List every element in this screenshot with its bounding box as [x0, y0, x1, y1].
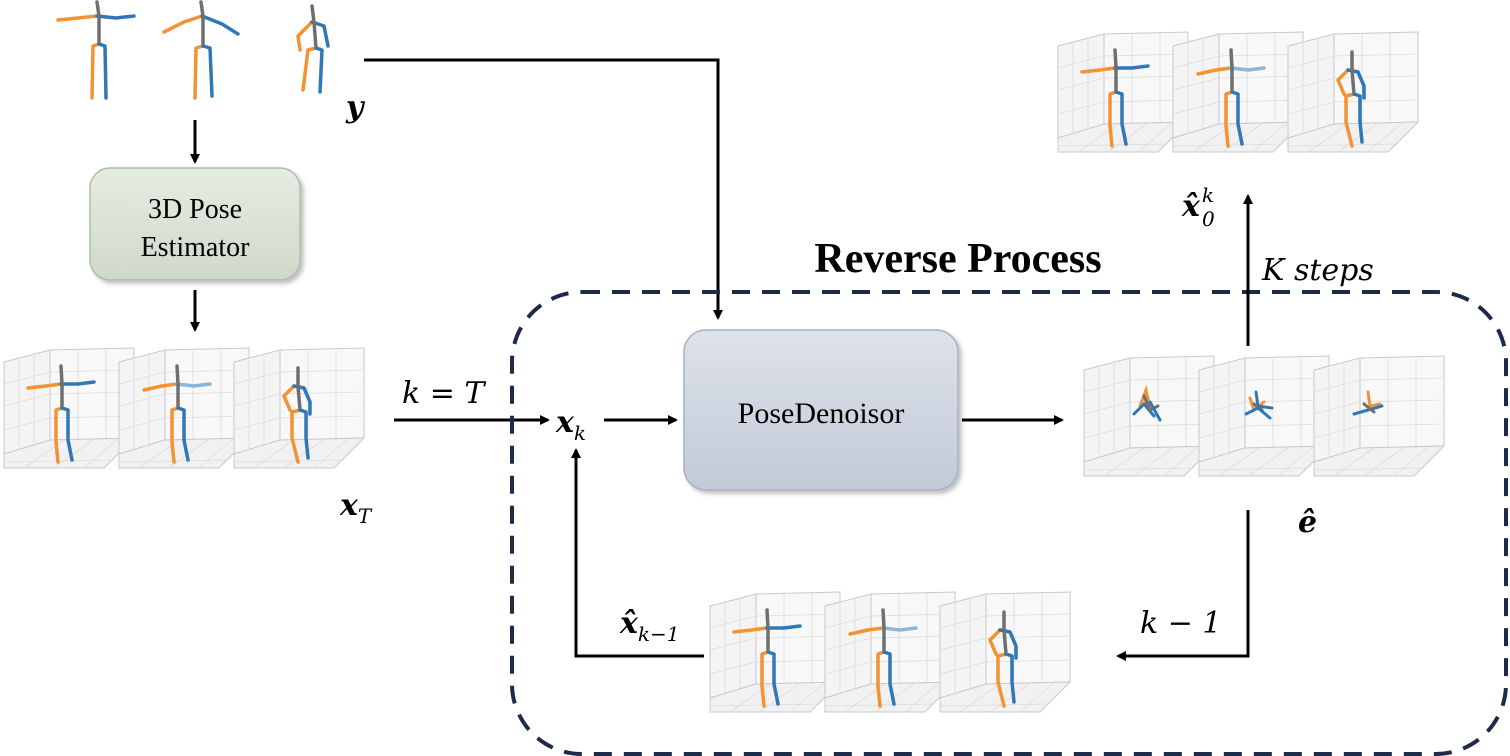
estimator-label-line1: 3D Pose — [148, 194, 242, 225]
y-label: y — [345, 90, 366, 125]
e-hat-noise-poses — [1084, 356, 1444, 476]
x-k-sub: k — [574, 421, 586, 445]
input-2d-poses — [56, 0, 330, 100]
x-hat-0-poses — [1058, 32, 1418, 152]
x-T-label: xT — [339, 488, 373, 528]
arrow-e-hat-to-x-hat-km1 — [1116, 510, 1250, 661]
arrow-x-hat-km1-to-xk — [571, 448, 704, 658]
x-hat-km1-label: x̂k−1 — [619, 606, 680, 646]
arrow-y-to-denoiser — [364, 58, 723, 320]
x-T-3d-poses — [4, 348, 364, 468]
x-T-sub: T — [358, 504, 373, 528]
x-hat-0-sub: 0 — [1202, 207, 1215, 231]
pose-estimator-node: 3D Pose Estimator — [89, 167, 301, 281]
e-hat-label: ê — [1298, 505, 1317, 540]
x-hat-0-sup: k — [1202, 183, 1214, 207]
pose-denoiser-node: PoseDenoisor — [683, 329, 959, 491]
input-pose-3 — [296, 4, 330, 94]
denoiser-label: PoseDenoisor — [738, 397, 905, 430]
x-hat-km1-main: x̂ — [619, 606, 639, 641]
input-pose-1 — [56, 0, 136, 100]
k-equals-T-label: k = T — [402, 376, 486, 411]
x-k-main: x — [555, 405, 575, 440]
x-k-label: xk — [555, 405, 586, 445]
x-T-main: x — [339, 488, 359, 523]
input-pose-2 — [162, 0, 240, 100]
x-hat-km1-poses — [710, 592, 1070, 712]
reverse-process-frame — [510, 290, 1508, 756]
reverse-process-title: Reverse Process — [814, 236, 1101, 282]
x-hat-km1-sub: k−1 — [638, 622, 680, 646]
x-hat-0-main: x̂ — [1181, 189, 1201, 224]
k-minus-1-label: k − 1 — [1140, 606, 1221, 641]
estimator-label-line2: Estimator — [141, 232, 251, 263]
k-steps-label: K steps — [1261, 253, 1374, 288]
